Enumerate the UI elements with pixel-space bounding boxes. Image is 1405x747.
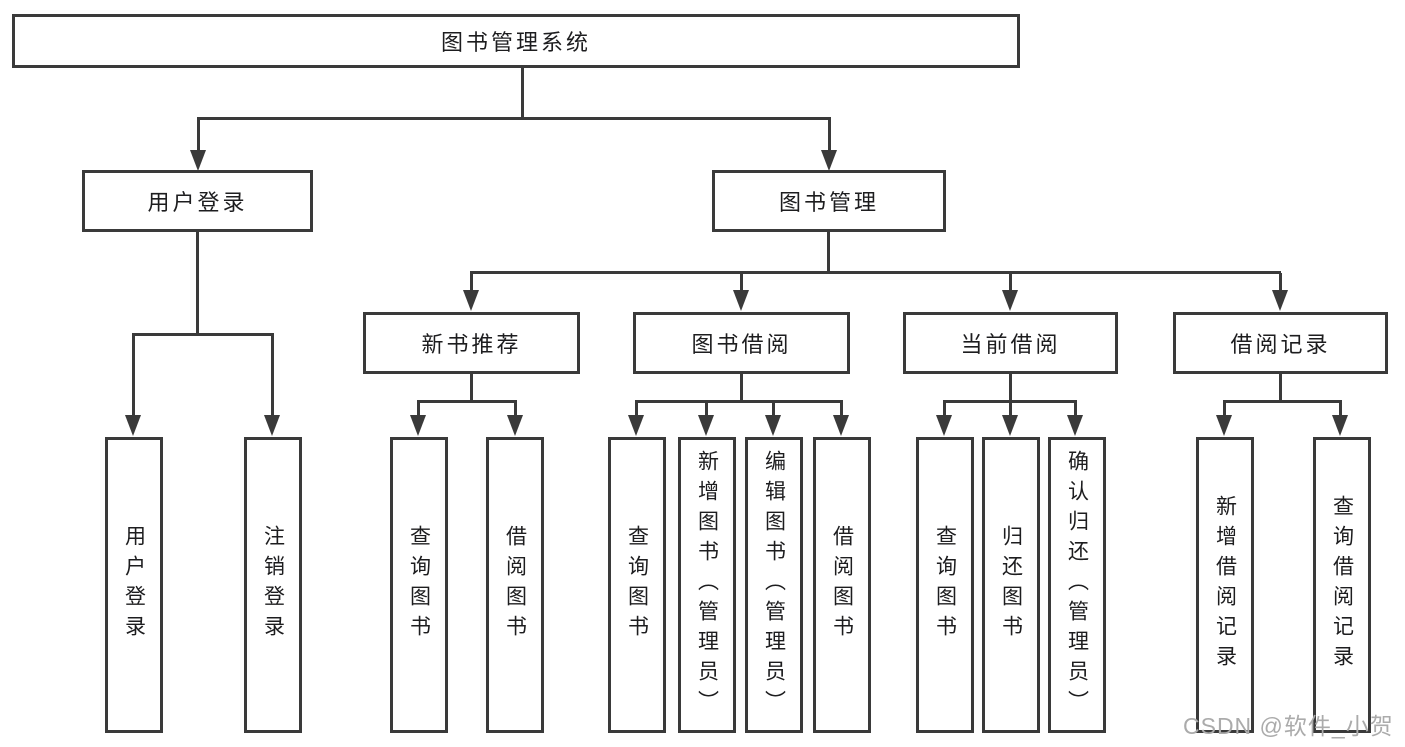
connector-arrowhead-icon: [1002, 415, 1018, 436]
connector-line: [470, 271, 1281, 274]
leaf-label: 新增图书（管理员）: [695, 450, 719, 720]
connector-arrowhead-icon: [1272, 290, 1288, 311]
connector-arrowhead-icon: [733, 290, 749, 311]
connector-line: [417, 400, 517, 403]
connector-line: [1279, 372, 1282, 403]
connector-arrowhead-icon: [507, 415, 523, 436]
connector-line: [635, 400, 843, 403]
leaf-label: 借阅图书: [503, 525, 527, 645]
connector-arrowhead-icon: [190, 150, 206, 171]
connector-line: [943, 400, 1077, 403]
connector-line: [196, 230, 199, 336]
connector-line: [1074, 402, 1077, 416]
leaf-label: 用户登录: [122, 525, 146, 645]
watermark-csdn: CSDN @软件_小贺同学: [1183, 713, 1394, 739]
connector-arrowhead-icon: [1216, 415, 1232, 436]
leaf-confirm-return-admin: 确认归还（管理员）: [1048, 437, 1106, 733]
leaf-return-books: 归还图书: [982, 437, 1040, 733]
connector-line: [470, 372, 473, 403]
leaf-logout: 注销登录: [244, 437, 302, 733]
connector-arrowhead-icon: [264, 415, 280, 436]
connector-arrowhead-icon: [698, 415, 714, 436]
leaf-edit-book-admin: 编辑图书（管理员）: [745, 437, 803, 733]
leaf-label: 确认归还（管理员）: [1065, 450, 1089, 720]
connector-arrowhead-icon: [1067, 415, 1083, 436]
connector-line: [1339, 402, 1342, 416]
leaf-query-books-recommend: 查询图书: [390, 437, 448, 733]
connector-line: [1009, 402, 1012, 416]
connector-arrowhead-icon: [628, 415, 644, 436]
leaf-borrow-books-borrowing: 借阅图书: [813, 437, 871, 733]
leaf-add-book-admin: 新增图书（管理员）: [678, 437, 736, 733]
connector-line: [470, 273, 473, 292]
node-new-book-recommendation: 新书推荐: [363, 312, 580, 374]
leaf-query-borrow-record: 查询借阅记录: [1313, 437, 1371, 733]
leaf-label: 注销登录: [261, 525, 285, 645]
leaf-label: 新增借阅记录: [1213, 495, 1237, 675]
leaf-borrow-books-recommend: 借阅图书: [486, 437, 544, 733]
connector-arrowhead-icon: [125, 415, 141, 436]
connector-line: [705, 402, 708, 416]
node-borrowing-records: 借阅记录: [1173, 312, 1388, 374]
connector-arrowhead-icon: [765, 415, 781, 436]
node-user-login: 用户登录: [82, 170, 313, 232]
connector-line: [1009, 273, 1012, 292]
connector-line: [828, 119, 831, 152]
connector-arrowhead-icon: [1332, 415, 1348, 436]
leaf-label: 借阅图书: [830, 525, 854, 645]
connector-line: [1223, 402, 1226, 416]
connector-line: [943, 402, 946, 416]
connector-line: [840, 402, 843, 416]
connector-line: [1223, 400, 1342, 403]
connector-line: [417, 402, 420, 416]
leaf-label: 编辑图书（管理员）: [762, 450, 786, 720]
connector-line: [132, 335, 135, 416]
connector-arrowhead-icon: [410, 415, 426, 436]
connector-line: [1009, 372, 1012, 403]
leaf-label: 查询图书: [625, 525, 649, 645]
connector-line: [1279, 273, 1282, 292]
leaf-query-books-borrowing: 查询图书: [608, 437, 666, 733]
connector-line: [197, 119, 200, 152]
connector-line: [740, 273, 743, 292]
connector-line: [740, 372, 743, 403]
connector-line: [271, 335, 274, 416]
connector-arrowhead-icon: [821, 150, 837, 171]
node-library-management-system: 图书管理系统: [12, 14, 1020, 68]
connector-line: [772, 402, 775, 416]
leaf-query-books-current: 查询图书: [916, 437, 974, 733]
node-book-borrowing: 图书借阅: [633, 312, 850, 374]
connector-arrowhead-icon: [463, 290, 479, 311]
leaf-user-login: 用户登录: [105, 437, 163, 733]
leaf-label: 查询借阅记录: [1330, 495, 1354, 675]
leaf-label: 归还图书: [999, 525, 1023, 645]
leaf-add-borrow-record: 新增借阅记录: [1196, 437, 1254, 733]
node-current-borrowing: 当前借阅: [903, 312, 1118, 374]
connector-arrowhead-icon: [936, 415, 952, 436]
connector-line: [827, 230, 830, 274]
leaf-label: 查询图书: [407, 525, 431, 645]
node-book-management: 图书管理: [712, 170, 946, 232]
connector-line: [635, 402, 638, 416]
connector-line: [197, 117, 831, 120]
connector-line: [521, 66, 524, 120]
leaf-label: 查询图书: [933, 525, 957, 645]
connector-line: [514, 402, 517, 416]
connector-arrowhead-icon: [833, 415, 849, 436]
connector-line: [132, 333, 274, 336]
connector-arrowhead-icon: [1002, 290, 1018, 311]
